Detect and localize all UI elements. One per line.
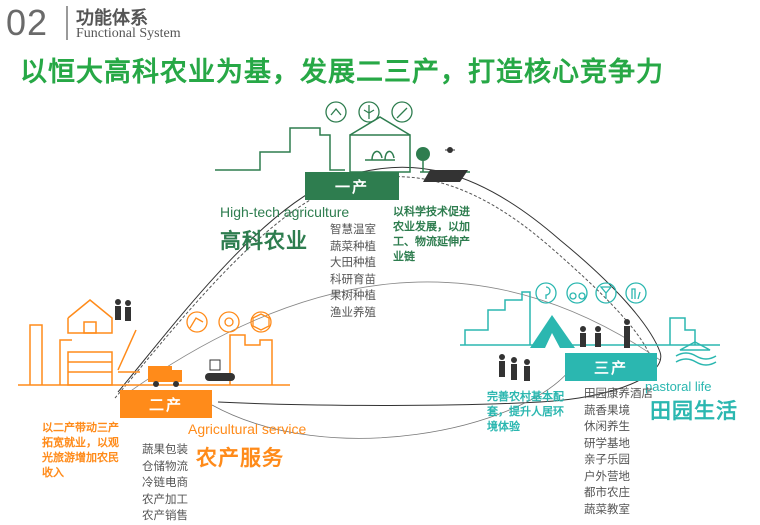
- secondary-industry-tag: 二产: [120, 390, 212, 418]
- secondary-note: 以二产带动三产 拓宽就业，以观 光旅游增加农民 收入: [42, 420, 119, 480]
- note-line: 以二产带动三产: [42, 421, 119, 434]
- list-item: 蔬果包装: [142, 442, 188, 456]
- headline: 以恒大高科农业为基，发展二三产，打造核心竞争力: [20, 57, 664, 88]
- primary-item-list: 智慧温室 蔬菜种植 大田种植 科研育苗 果树种植 渔业养殖: [330, 221, 376, 320]
- section-title: 功能体系: [76, 8, 148, 29]
- note-line: 农业发展，以加: [393, 220, 470, 233]
- primary-en-label: High-tech agriculture: [220, 204, 350, 220]
- list-item: 科研育苗: [330, 271, 376, 286]
- primary-icons: [325, 101, 413, 123]
- note-line: 完善农村基本配: [487, 390, 564, 403]
- list-item: 冷链电商: [142, 475, 188, 489]
- list-item: 农产加工: [142, 491, 188, 506]
- secondary-item-list: 蔬果包装 仓储物流 冷链电商 农产加工 农产销售: [142, 441, 188, 524]
- list-item: 研学基地: [584, 435, 630, 450]
- note-line: 套，提升人居环: [487, 405, 564, 418]
- note-line: 光旅游增加农民: [42, 451, 119, 464]
- note-line: 以科学技术促进: [393, 205, 470, 218]
- list-item: 蔬香果境: [584, 402, 630, 417]
- list-item: 户外营地: [584, 468, 630, 483]
- list-item: 渔业养殖: [330, 304, 376, 319]
- primary-note: 以科学技术促进 农业发展，以加 工、物流延伸产 业链: [393, 204, 470, 264]
- tertiary-industry-tag: 三产: [565, 353, 657, 381]
- tertiary-icons: [535, 282, 647, 304]
- list-item: 智慧温室: [330, 222, 376, 236]
- list-item: 蔬菜教室: [584, 501, 630, 516]
- note-line: 境体验: [487, 420, 520, 433]
- primary-industry-tag: 一产: [305, 172, 399, 200]
- tent-icon: [530, 315, 575, 348]
- list-item: 仓储物流: [142, 458, 188, 473]
- secondary-cn-label: 农产服务: [196, 446, 284, 470]
- section-number: 02: [6, 2, 49, 43]
- list-item: 都市农庄: [584, 485, 630, 499]
- primary-skyline: [215, 116, 470, 182]
- note-line: 工、物流延伸产: [393, 235, 470, 248]
- secondary-icons: [186, 311, 272, 333]
- list-item: 休闲养生: [584, 419, 630, 433]
- note-line: 收入: [42, 466, 64, 479]
- tertiary-note: 完善农村基本配 套，提升人居环 境体验: [487, 389, 564, 434]
- secondary-skyline: [18, 299, 290, 386]
- list-item: 田园康养酒店: [584, 386, 653, 400]
- list-item: 果树种植: [330, 288, 376, 302]
- tertiary-en-label: pastoral life: [645, 379, 712, 394]
- circular-loop-path: [114, 166, 662, 439]
- list-item: 亲子乐园: [584, 452, 630, 466]
- note-line: 拓宽就业，以观: [42, 436, 119, 449]
- list-item: 农产销售: [142, 508, 188, 522]
- people-figures: [499, 319, 630, 381]
- section-subtitle: Functional System: [76, 26, 181, 41]
- primary-cn-label: 高科农业: [220, 229, 308, 253]
- header-divider: [66, 6, 68, 40]
- list-item: 蔬菜种植: [330, 238, 376, 253]
- secondary-en-label: Agricultural service: [188, 421, 307, 437]
- worker-figures: [115, 299, 131, 321]
- list-item: 大田种植: [330, 255, 376, 269]
- note-line: 业链: [393, 250, 415, 263]
- truck-icon: [148, 359, 235, 387]
- tertiary-skyline: [460, 291, 720, 366]
- tertiary-item-list: 田园康养酒店 蔬香果境 休闲养生 研学基地 亲子乐园 户外营地 都市农庄 蔬菜教…: [584, 385, 653, 517]
- tertiary-cn-label: 田园生活: [650, 399, 738, 423]
